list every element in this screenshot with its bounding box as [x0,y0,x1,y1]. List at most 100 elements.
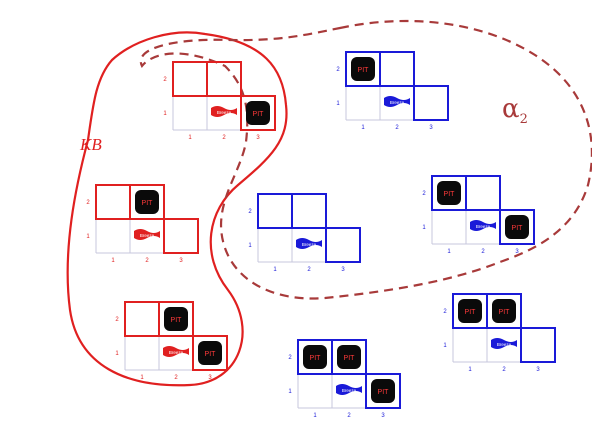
pit-icon [135,190,159,214]
breeze-label: Breeze [476,224,491,229]
pit-icon [303,345,327,369]
pit-label: PIT [344,355,356,362]
col-label: 2 [502,367,506,373]
pit-icon [246,101,270,125]
grid-cell-1-3 [365,373,401,409]
row-label: 1 [443,343,447,349]
grid-cell-2-1 [257,193,293,229]
grid-cell-2-2 [331,339,367,375]
col-label: 1 [188,135,192,141]
pit-label: PIT [378,389,390,396]
alpha-symbol: α [502,94,520,124]
col-label: 2 [347,413,351,419]
breeze-icon [134,229,160,240]
pit-label: PIT [253,111,265,118]
kb-label: KB [79,135,102,154]
pit-label: PIT [499,309,511,316]
grid-cell-2-2 [206,61,242,97]
breeze-label: Breeze [169,350,184,355]
grid-cell-2-1 [95,184,131,220]
row-label: 1 [288,389,292,395]
pit-icon [351,57,375,81]
breeze-icon [384,96,410,107]
col-label: 1 [447,249,451,255]
pit-icon [492,299,516,323]
breeze-label: Breeze [497,342,512,347]
breeze-icon [491,338,517,349]
row-label: 1 [248,243,252,249]
grid-cell-2-2 [486,293,522,329]
pit-icon [337,345,361,369]
kb-boundary [66,31,288,387]
pit-label: PIT [358,67,370,74]
row-label: 2 [443,309,447,315]
pit-label: PIT [512,225,524,232]
pit-label: PIT [142,200,154,207]
row-label: 1 [422,225,426,231]
col-label: 1 [140,375,144,381]
grid-cell-2-2 [129,184,165,220]
col-label: 3 [515,249,519,255]
alpha-subscript: 2 [520,112,528,127]
breeze-label: Breeze [302,242,317,247]
pit-label: PIT [465,309,477,316]
grid-cell-1-3 [413,85,449,121]
col-label: 1 [273,267,277,273]
col-label: 1 [468,367,472,373]
pit-label: PIT [444,191,456,198]
pit-icon [164,307,188,331]
breeze-icon [470,220,496,231]
col-label: 2 [174,375,178,381]
col-label: 3 [429,125,433,131]
breeze-label: Breeze [140,233,155,238]
model-outside-bottom-right: PIT PIT Breeze 2 1 1 2 3 [443,293,556,373]
alpha2-label: α2 [502,94,528,127]
grid-cell-2-2 [291,193,327,229]
row-label: 2 [248,209,252,215]
grid-cell-2-1 [172,61,208,97]
grid-cell-2-2 [158,301,194,337]
row-label: 1 [336,101,340,107]
row-label: 2 [288,355,292,361]
pit-icon [437,181,461,205]
breeze-label: Breeze [342,388,357,393]
pit-label: PIT [171,317,183,324]
col-label: 3 [381,413,385,419]
row-label: 1 [163,111,167,117]
col-label: 3 [208,375,212,381]
pit-icon [198,341,222,365]
row-label: 2 [163,77,167,83]
grid-cell-2-2 [465,175,501,211]
grid-cell-1-3 [499,209,535,245]
col-label: 2 [481,249,485,255]
col-label: 1 [361,125,365,131]
alpha2-boundary [139,19,592,300]
col-label: 3 [341,267,345,273]
col-label: 1 [313,413,317,419]
breeze-icon [163,346,189,357]
grid-cell-1-3 [325,227,361,263]
grid-cell-2-2 [379,51,415,87]
model-outside-bottom-center: PIT PIT PIT Breeze 2 1 1 2 3 [288,339,401,419]
row-label: 1 [86,234,90,240]
row-label: 2 [115,317,119,323]
col-label: 2 [395,125,399,131]
pit-label: PIT [310,355,322,362]
col-label: 3 [256,135,260,141]
grid-cell-1-3 [520,327,556,363]
col-label: 3 [536,367,540,373]
col-label: 2 [222,135,226,141]
pit-label: PIT [205,351,217,358]
pit-icon [505,215,529,239]
col-label: 1 [111,258,115,264]
row-label: 2 [86,200,90,206]
col-label: 3 [179,258,183,264]
